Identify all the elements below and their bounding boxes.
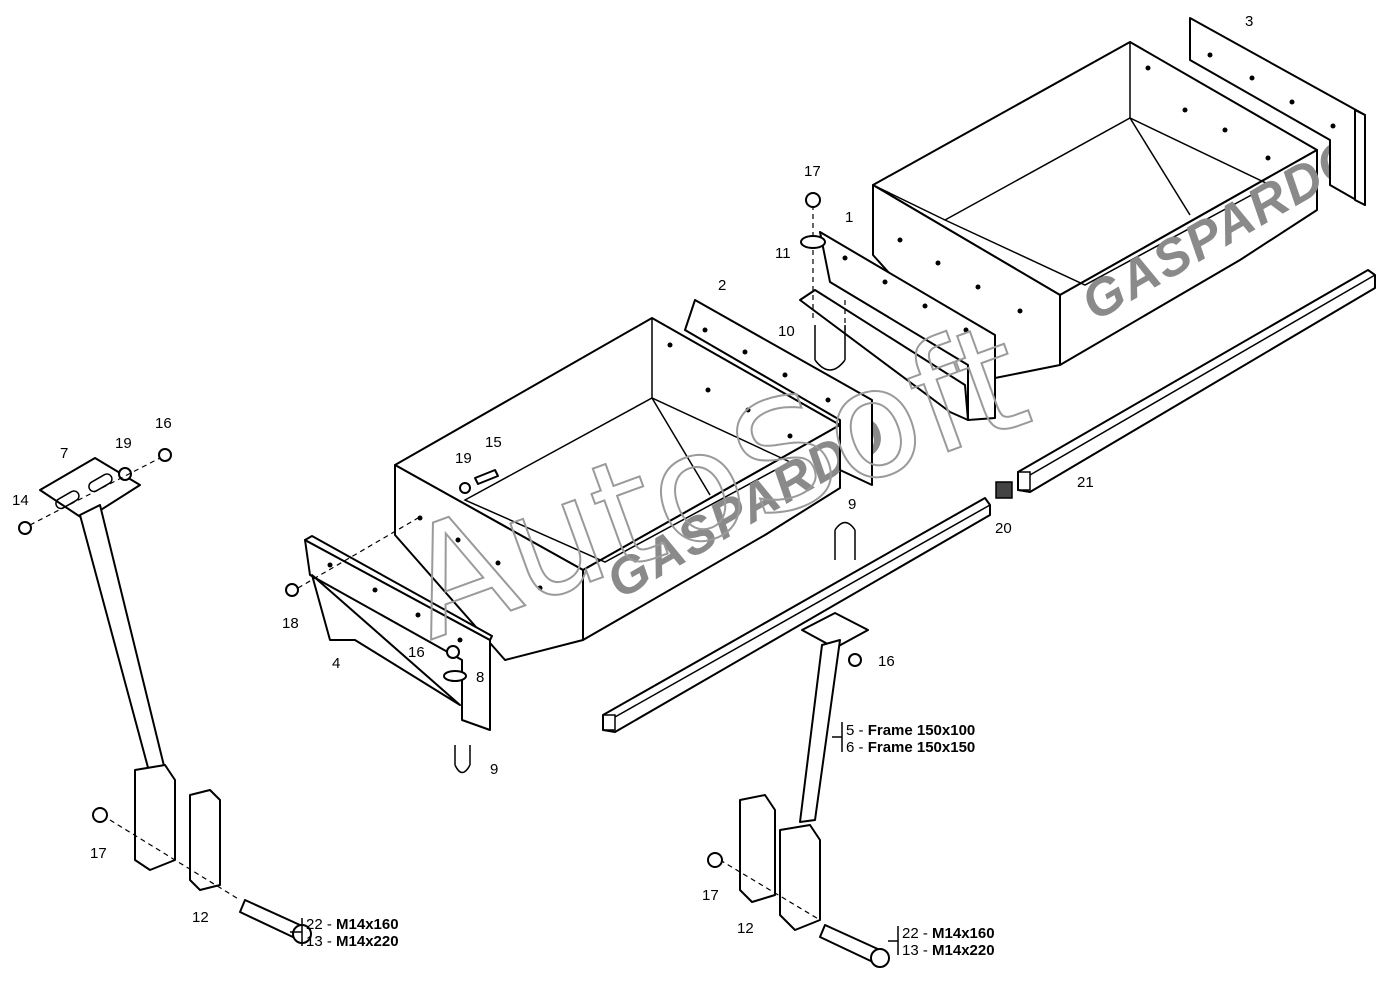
- callout-17-left: 17: [90, 845, 107, 862]
- callout-3: 3: [1245, 13, 1253, 30]
- leg-bracket-12-right: [739, 794, 776, 903]
- callout-7: 7: [60, 445, 68, 462]
- leg-plate-right: [801, 612, 869, 649]
- callout-4: 4: [332, 655, 340, 672]
- side-plate-4: [304, 535, 493, 731]
- callout-16-mid: 16: [408, 644, 425, 661]
- callout-1: 1: [845, 209, 853, 226]
- callout-12-left: 12: [192, 909, 209, 926]
- bolt-15: [474, 469, 499, 485]
- leg-tube-right: [799, 639, 841, 823]
- callout-14: 14: [12, 492, 29, 509]
- callout-11: 11: [775, 245, 791, 262]
- side-plate-2: [684, 299, 873, 486]
- callout-17-top: 17: [804, 163, 821, 180]
- bolt-label-block-right: 22 - M14x160 13 - M14x220: [888, 925, 995, 959]
- frame-label-line1: 5 - Frame 150x100: [846, 722, 975, 739]
- hopper-right-holes: [897, 65, 1271, 314]
- u-bolt-9-right: [834, 521, 856, 560]
- hardware-centre: [285, 192, 846, 774]
- callout-numbers: 1 2 3 4 7 8 9 9 10 11 12 12 14 15 16 16 …: [12, 13, 1253, 937]
- nut-17-right: [707, 852, 723, 868]
- callout-10: 10: [778, 323, 795, 340]
- u-bolt-10: [814, 325, 846, 371]
- bolt-14: [18, 521, 32, 535]
- nut-17-left: [92, 807, 108, 823]
- callout-19-left: 19: [115, 435, 132, 452]
- washer-19-mid: [459, 482, 471, 494]
- nut-16-top: [158, 448, 172, 462]
- callout-16-top: 16: [155, 415, 172, 432]
- end-cap-20: [995, 481, 1013, 499]
- nut-18: [285, 583, 299, 597]
- bolt-label-block-left: 22 - M14x160 13 - M14x220: [290, 916, 399, 950]
- tube-bar-front: [602, 497, 991, 733]
- bolt-label-left-line1: 22 - M14x160: [306, 916, 399, 933]
- callout-9-right: 9: [848, 496, 856, 513]
- leg-tube-left: [79, 504, 166, 776]
- callout-12-right: 12: [737, 920, 754, 937]
- leg-bracket-12-left: [189, 789, 221, 891]
- bolt-label-right-line2: 13 - M14x220: [902, 942, 995, 959]
- callout-16-right: 16: [878, 653, 895, 670]
- frame-label-block: 5 - Frame 150x100 6 - Frame 150x150: [832, 722, 975, 756]
- callout-8: 8: [476, 669, 484, 686]
- callout-9-left: 9: [490, 761, 498, 778]
- bolt-label-left-line2: 13 - M14x220: [306, 933, 399, 950]
- callout-18: 18: [282, 615, 299, 632]
- side-plate-3: [1189, 17, 1366, 206]
- u-bolt-9-left: [454, 745, 471, 774]
- nut-16-right: [848, 653, 862, 667]
- hopper-left-holes: [417, 342, 793, 591]
- callout-19-mid: 19: [455, 450, 472, 467]
- right-leg-assembly: [707, 521, 890, 968]
- callout-20: 20: [995, 520, 1012, 537]
- side-plate-1: [799, 231, 996, 421]
- washer-11: [800, 235, 826, 249]
- left-leg-assembly: [18, 448, 312, 944]
- callout-21: 21: [1077, 474, 1094, 491]
- callout-17-right: 17: [702, 887, 719, 904]
- callout-2: 2: [718, 277, 726, 294]
- nut-17-top: [805, 192, 821, 208]
- bolt-label-right-line1: 22 - M14x160: [902, 925, 995, 942]
- frame-label-line2: 6 - Frame 150x150: [846, 739, 975, 756]
- washer-8: [443, 670, 467, 682]
- nut-16-mid: [446, 645, 460, 659]
- tube-bar-21: [1017, 269, 1376, 493]
- callout-15: 15: [485, 434, 502, 451]
